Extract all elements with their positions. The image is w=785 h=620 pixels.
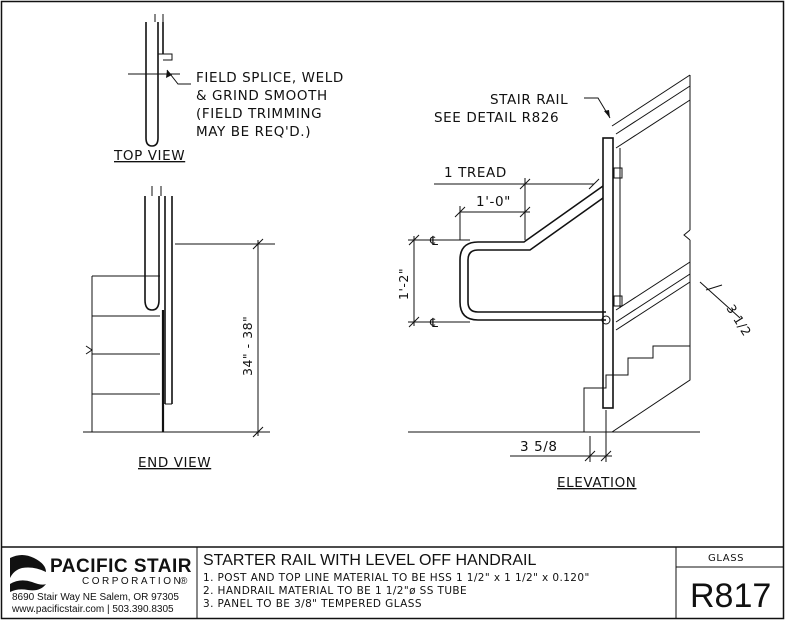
drawing-category: GLASS <box>708 553 744 564</box>
centerline-symbol-top: ℄ <box>429 233 439 248</box>
detail-code: R817 <box>690 577 771 615</box>
extension-dimension-label: 1'-0" <box>476 194 511 210</box>
company-contact: www.pacificstair.com | 503.390.8305 <box>11 604 174 615</box>
end-view-height-dimension: 34" - 38" <box>240 316 255 376</box>
end-view-title: END VIEW <box>138 455 211 471</box>
drop-dimension-label: 1'-2" <box>396 268 411 300</box>
drawing-note-1: 1. POST AND TOP LINE MATERIAL TO BE HSS … <box>203 572 590 584</box>
drawing-title: STARTER RAIL WITH LEVEL OFF HANDRAIL <box>203 552 536 569</box>
tread-dimension-label: 1 TREAD <box>444 165 507 181</box>
title-block: PACIFIC STAIR CORPORATION ® 8690 Stair W… <box>2 546 783 618</box>
top-view-note-line-3: (FIELD TRIMMING <box>196 106 322 122</box>
drawing-note-3: 3. PANEL TO BE 3/8" TEMPERED GLASS <box>203 598 422 610</box>
stair-rail-note-line-2: SEE DETAIL R826 <box>434 110 559 126</box>
centerline-symbol-bottom: ℄ <box>429 315 439 330</box>
company-corporation: CORPORATION <box>82 576 183 587</box>
top-view-title: TOP VIEW <box>113 148 185 164</box>
elevation-title: ELEVATION <box>557 475 637 491</box>
stair-rail-note-line-1: STAIR RAIL <box>490 92 568 108</box>
company-name: PACIFIC STAIR <box>50 556 192 577</box>
drawing-note-2: 2. HANDRAIL MATERIAL TO BE 1 1/2"ø SS TU… <box>203 585 467 597</box>
post-offset-dimension-label: 3 5/8 <box>520 439 558 455</box>
top-view: FIELD SPLICE, WELD & GRIND SMOOTH (FIELD… <box>113 14 344 164</box>
elevation-view: STAIR RAIL SEE DETAIL R826 1 TREAD <box>396 74 754 491</box>
registered-mark: ® <box>180 576 188 587</box>
end-view: 34" - 38" END VIEW <box>83 186 275 471</box>
top-view-note-line-1: FIELD SPLICE, WELD <box>196 70 344 86</box>
pacific-stair-logo-icon <box>10 555 46 592</box>
panel-offset-dimension-label: 3 1/2 <box>723 302 754 339</box>
top-view-note-line-4: MAY BE REQ'D.) <box>196 124 311 140</box>
company-address: 8690 Stair Way NE Salem, OR 97305 <box>12 592 179 603</box>
top-view-note-line-2: & GRIND SMOOTH <box>196 88 328 104</box>
